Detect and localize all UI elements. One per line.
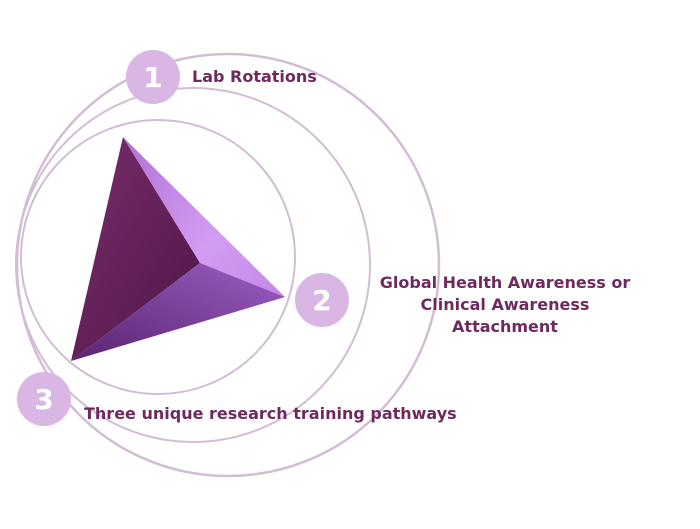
- step-2-label-line-2: Clinical Awareness Attachment: [420, 295, 590, 336]
- step-3-badge: 3: [17, 372, 71, 426]
- pyramid-right-face: [123, 137, 285, 297]
- step-3-label: Three unique research training pathways: [84, 404, 457, 423]
- step-2-badge: 2: [295, 273, 349, 327]
- step-1-label: Lab Rotations: [192, 67, 317, 86]
- pyramid-left-face: [71, 137, 200, 361]
- pyramid-bottom-face: [71, 263, 285, 361]
- step-1-badge: 1: [126, 50, 180, 104]
- inner-ring: [20, 119, 296, 395]
- step-2-label-line-1: Global Health Awareness or: [379, 273, 631, 292]
- pyramid-icon: [71, 137, 285, 361]
- middle-ring: [15, 87, 371, 443]
- step-2-label: Global Health Awareness or Clinical Awar…: [370, 272, 640, 338]
